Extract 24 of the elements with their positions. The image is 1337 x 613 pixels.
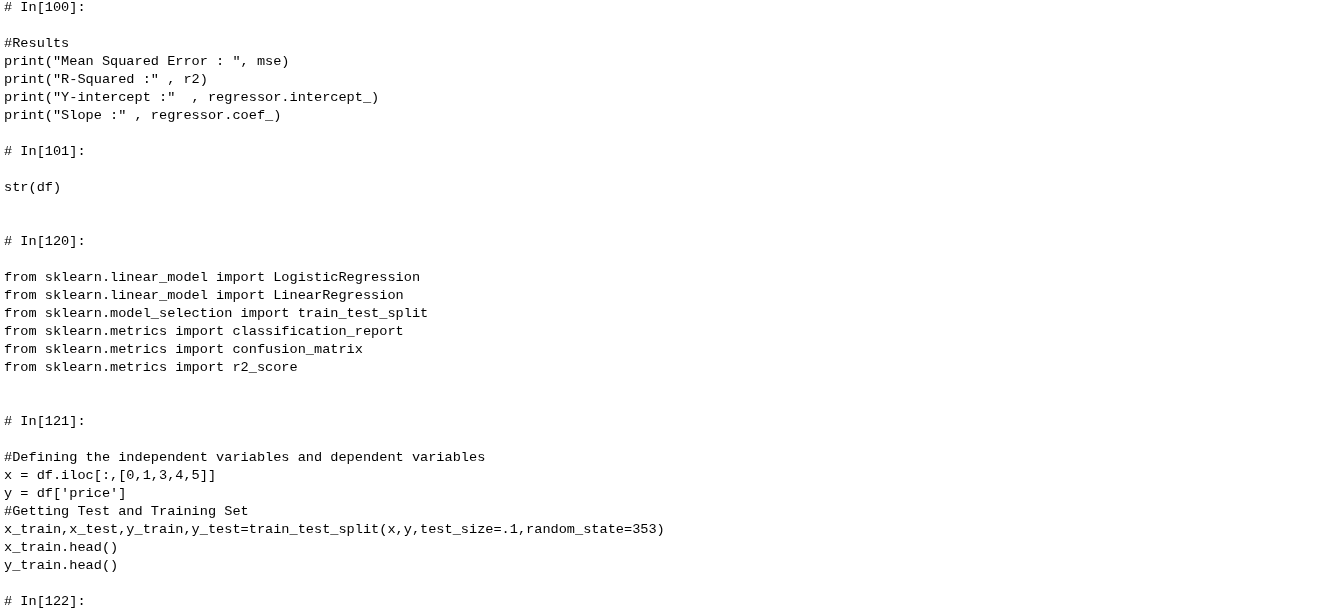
- code-line: from sklearn.metrics import confusion_matrix: [4, 342, 363, 358]
- code-line: from sklearn.linear_model import LinearRegression: [4, 288, 404, 304]
- code-line: from sklearn.linear_model import LogisticRegression: [4, 270, 421, 286]
- code-line: print("Slope :" , regressor.coef_): [4, 108, 282, 124]
- code-line: print("R-Squared :" , r2): [4, 72, 208, 88]
- code-line: x_train.head(): [4, 540, 119, 556]
- cell-prompt: # In[121]:: [4, 414, 86, 430]
- cell-prompt: # In[120]:: [4, 234, 86, 250]
- code-comment: #Getting Test and Training Set: [4, 504, 249, 520]
- cell-prompt: # In[122]:: [4, 594, 86, 610]
- code-line: print("Mean Squared Error : ", mse): [4, 54, 290, 70]
- code-comment: #Defining the independent variables and dependent variables: [4, 450, 486, 466]
- code-line: from sklearn.model_selection import train_test_split: [4, 306, 429, 322]
- code-line: print("Y-intercept :" , regressor.intercept_): [4, 90, 380, 106]
- code-line: from sklearn.metrics import classification_report: [4, 324, 404, 340]
- code-line: str(df): [4, 180, 62, 196]
- code-line: y_train.head(): [4, 558, 119, 574]
- code-line: y = df['price']: [4, 486, 127, 502]
- code-comment: #Results: [4, 36, 70, 52]
- code-line: from sklearn.metrics import r2_score: [4, 360, 298, 376]
- cell-prompt: # In[100]:: [4, 0, 86, 16]
- code-line: x = df.iloc[:,[0,1,3,4,5]]: [4, 468, 217, 484]
- code-line: x_train,x_test,y_train,y_test=train_test_split(x,y,test_size=.1,random_state=353): [4, 522, 665, 538]
- cell-prompt: # In[101]:: [4, 144, 86, 160]
